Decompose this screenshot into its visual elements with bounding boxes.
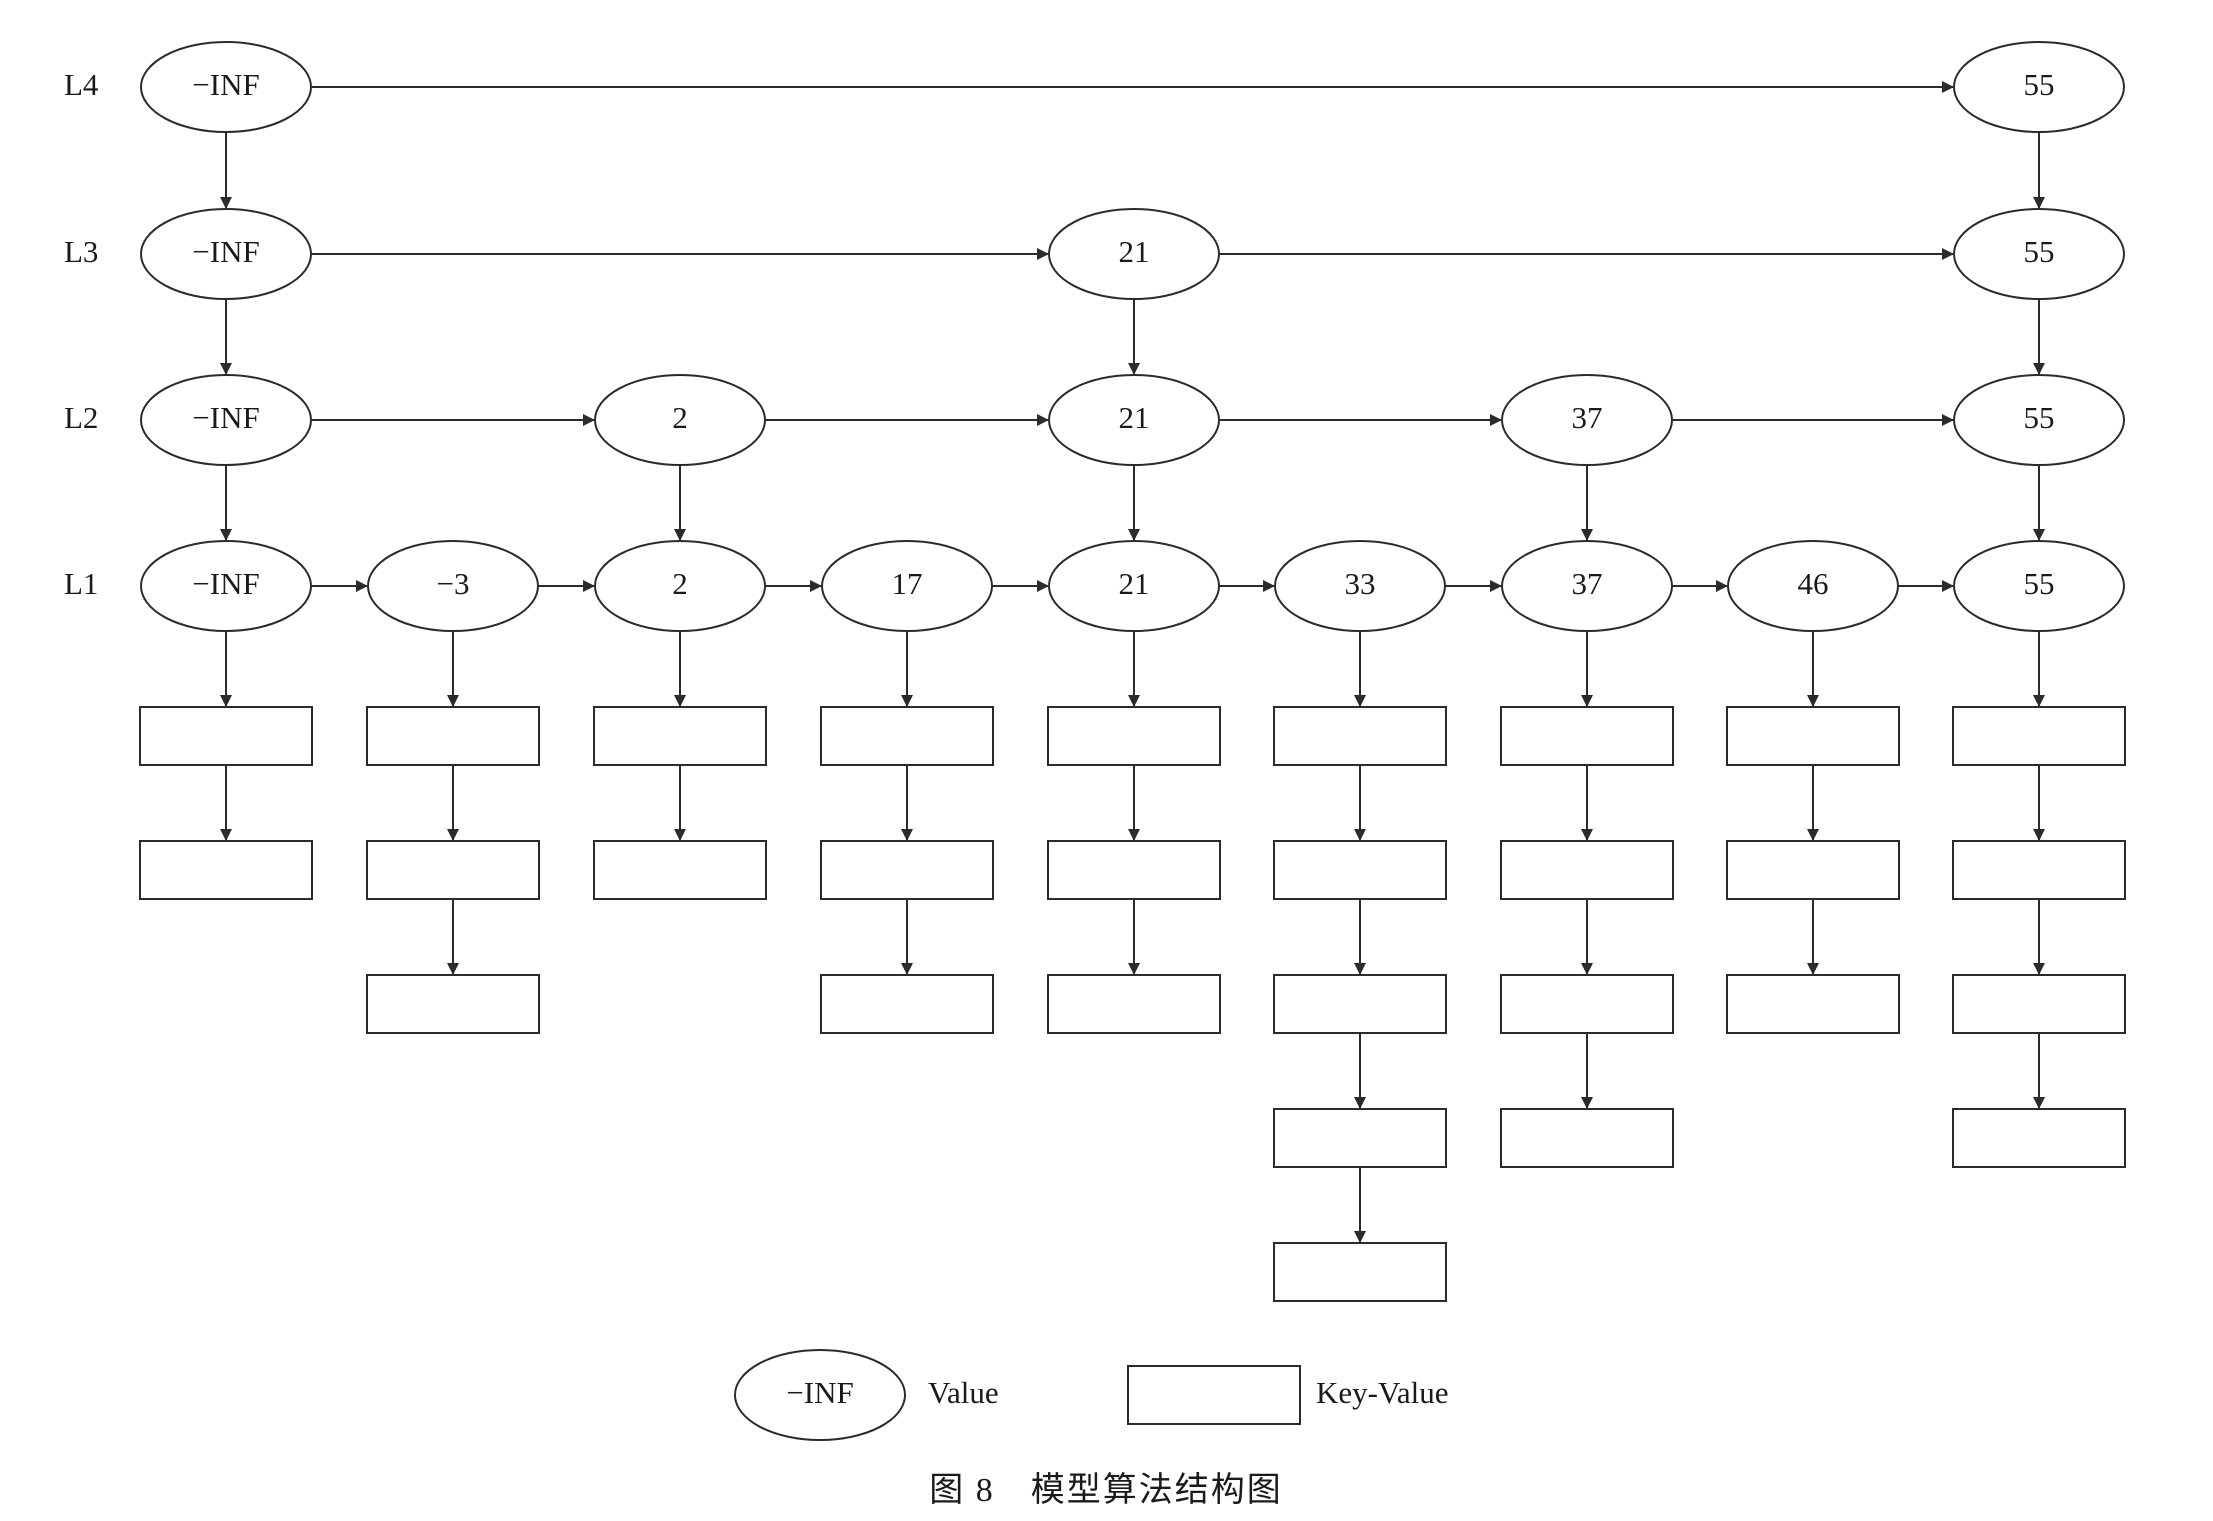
value-label: 55 [2024, 234, 2055, 269]
key-value-box-17-1 [820, 706, 994, 766]
key-value-box-17-2 [820, 840, 994, 900]
value-label: 21 [1119, 566, 1150, 601]
value-node-l2-21 [1048, 374, 1220, 466]
key-value-box-neg-inf-1 [139, 706, 313, 766]
value-label: 17 [892, 566, 923, 601]
value-node-l1-55 [1953, 540, 2125, 632]
key-value-box-neg-3-2 [366, 840, 540, 900]
level-label-l2: L2 [64, 400, 98, 435]
key-value-box-33-2 [1273, 840, 1447, 900]
value-node-l2-neg-inf [140, 374, 312, 466]
key-value-box-neg-3-1 [366, 706, 540, 766]
legend: −INF Value Key-Value [734, 1349, 1449, 1441]
level-label-l3: L3 [64, 234, 98, 269]
key-value-box-46-3 [1726, 974, 1900, 1034]
value-node-l1-37 [1501, 540, 1673, 632]
key-value-box-neg-inf-2 [139, 840, 313, 900]
value-node-l4-55 [1953, 41, 2125, 133]
key-value-box-46-1 [1726, 706, 1900, 766]
key-value-box-55-4 [1952, 1108, 2126, 1168]
value-label: −INF [192, 400, 259, 435]
key-value-box-21-2 [1047, 840, 1221, 900]
key-value-box-37-4 [1500, 1108, 1674, 1168]
value-node-l1-46 [1727, 540, 1899, 632]
key-value-box-33-5 [1273, 1242, 1447, 1302]
key-value-box-46-2 [1726, 840, 1900, 900]
value-label: 55 [2024, 566, 2055, 601]
value-label: 46 [1798, 566, 1829, 601]
value-node-l1-2 [594, 540, 766, 632]
legend-key-value-rect [1127, 1365, 1301, 1425]
value-node-l4-neg-inf [140, 41, 312, 133]
key-value-box-55-1 [1952, 706, 2126, 766]
value-node-l1-21 [1048, 540, 1220, 632]
key-value-box-neg-3-3 [366, 974, 540, 1034]
value-node-l1-33 [1274, 540, 1446, 632]
legend-key-value-label: Key-Value [1316, 1375, 1449, 1410]
key-value-box-21-3 [1047, 974, 1221, 1034]
value-node-l2-37 [1501, 374, 1673, 466]
value-node-l3-55 [1953, 208, 2125, 300]
key-value-box-37-3 [1500, 974, 1674, 1034]
edges-layer [220, 81, 2045, 1243]
key-value-box-33-4 [1273, 1108, 1447, 1168]
level-label-l1: L1 [64, 566, 98, 601]
key-value-box-21-1 [1047, 706, 1221, 766]
value-label: 21 [1119, 234, 1150, 269]
value-node-l2-55 [1953, 374, 2125, 466]
key-value-box-33-3 [1273, 974, 1447, 1034]
value-label: 2 [672, 566, 688, 601]
key-value-box-37-2 [1500, 840, 1674, 900]
key-value-box-2-1 [593, 706, 767, 766]
value-label: 21 [1119, 400, 1150, 435]
value-label: 2 [672, 400, 688, 435]
legend-value-sample: −INF [786, 1375, 853, 1410]
key-value-box-2-2 [593, 840, 767, 900]
key-value-box-33-1 [1273, 706, 1447, 766]
value-label: −INF [192, 234, 259, 269]
value-label: 55 [2024, 400, 2055, 435]
key-value-box-55-2 [1952, 840, 2126, 900]
value-label: −INF [192, 566, 259, 601]
level-label-l4: L4 [64, 67, 99, 102]
value-node-l3-21 [1048, 208, 1220, 300]
value-label: 33 [1345, 566, 1376, 601]
figure-caption: 图 8 模型算法结构图 [929, 1471, 1283, 1509]
value-label: 37 [1572, 566, 1603, 601]
value-node-l3-neg-inf [140, 208, 312, 300]
value-node-l1-neg-inf [140, 540, 312, 632]
value-label: 55 [2024, 67, 2055, 102]
value-label: −3 [437, 566, 470, 601]
key-value-box-55-3 [1952, 974, 2126, 1034]
value-label: −INF [192, 67, 259, 102]
key-value-box-37-1 [1500, 706, 1674, 766]
value-node-l1-neg-3 [367, 540, 539, 632]
key-value-box-17-3 [820, 974, 994, 1034]
legend-value-label: Value [928, 1375, 999, 1410]
value-label: 37 [1572, 400, 1603, 435]
value-node-l1-17 [821, 540, 993, 632]
legend-value-ellipse [734, 1349, 906, 1441]
value-node-l2-2 [594, 374, 766, 466]
